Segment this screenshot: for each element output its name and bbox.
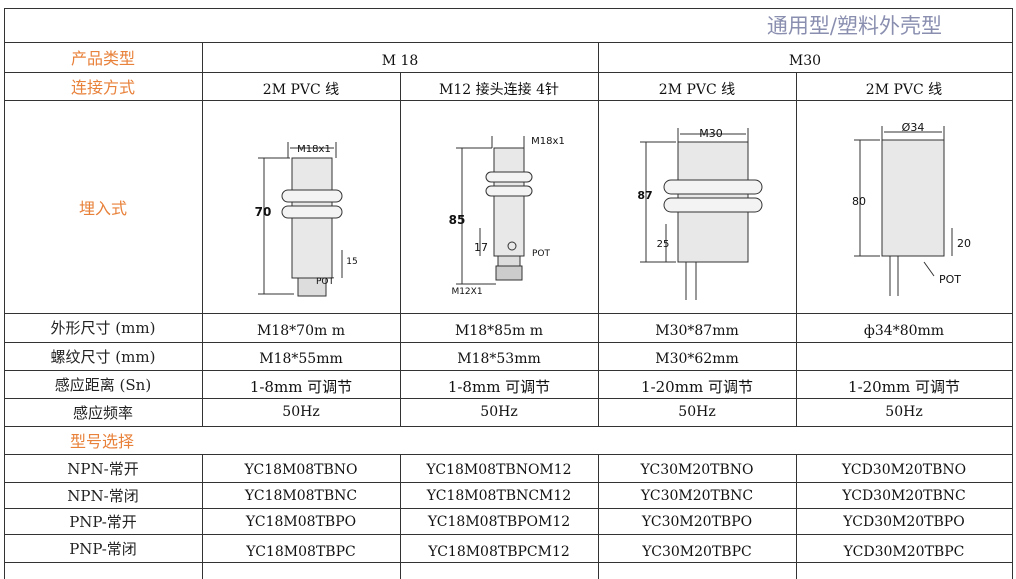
drawing1-pot: POT xyxy=(315,277,334,287)
grid-line xyxy=(598,42,599,426)
model-pnp-nc-col2: YC18M08TBPCM12 xyxy=(428,544,570,560)
model-pnp-nc-col3: YC30M20TBPC xyxy=(642,544,752,560)
grid-line xyxy=(4,313,1012,314)
grid-line xyxy=(4,482,1012,483)
drawing1-height: 70 xyxy=(254,205,272,219)
grid-line xyxy=(4,100,1012,101)
model-pnp-no-col3: YC30M20TBPO xyxy=(641,514,753,530)
spec-size-col2: M18*85m m xyxy=(455,322,543,339)
sensor-drawing-d34-cable xyxy=(854,126,953,296)
model-pnp-nc-col1: YC18M08TBPC xyxy=(246,544,356,560)
drawing2-low: 17 xyxy=(474,240,488,254)
spec-thread-col3: M30*62mm xyxy=(655,351,739,367)
drawing3-top: M30 xyxy=(699,126,723,140)
grid-line xyxy=(4,8,5,579)
sheet-title: 通用型/塑料外壳型 xyxy=(766,14,942,38)
grid-line xyxy=(598,454,599,579)
sensor-drawing-m18-m12 xyxy=(456,136,533,285)
sensor-drawing-m18-cable xyxy=(258,142,343,297)
spec-frequency-col4: 50Hz xyxy=(885,404,923,420)
spec-label-thread: 螺纹尺寸 (mm) xyxy=(50,347,156,366)
embed-label: 埋入式 xyxy=(78,198,127,218)
spec-label-distance: 感应距离 (Sn) xyxy=(54,375,152,394)
spec-thread-col2: M18*53mm xyxy=(457,351,541,367)
spec-thread-col1: M18*55mm xyxy=(259,351,343,367)
spec-size-col3: M30*87mm xyxy=(655,322,739,339)
drawing4-pot: POT xyxy=(938,272,961,286)
spec-frequency-col1: 50Hz xyxy=(282,404,320,420)
drawing4-top: Ø34 xyxy=(901,120,925,134)
grid-line xyxy=(796,72,797,426)
spec-frequency-col3: 50Hz xyxy=(678,404,716,420)
grid-line xyxy=(4,508,1012,509)
grid-line xyxy=(796,454,797,579)
grid-line xyxy=(4,342,1012,343)
grid-line xyxy=(1012,8,1013,579)
model-pnp-no-col1: YC18M08TBPO xyxy=(245,514,357,530)
model-npn-nc-col3: YC30M20TBNC xyxy=(640,488,754,504)
model-label-pnp-no: PNP-常开 xyxy=(69,512,137,531)
grid-line xyxy=(4,8,1012,9)
model-pnp-no-col2: YC18M08TBPOM12 xyxy=(427,514,571,530)
group-m30: M30 xyxy=(788,53,822,69)
connection-col4: 2M PVC 线 xyxy=(865,82,943,98)
model-pnp-nc-col4: YCD30M20TBPC xyxy=(843,544,965,560)
spec-label-frequency: 感应频率 xyxy=(72,403,133,422)
model-label-npn-no: NPN-常开 xyxy=(67,459,139,478)
grid-line xyxy=(4,370,1012,371)
spec-frequency-col2: 50Hz xyxy=(480,404,518,420)
sensor-drawing-m30-cable xyxy=(640,128,763,300)
spec-distance-col3: 1-20mm 可调节 xyxy=(641,377,753,396)
model-section-title: 型号选择 xyxy=(70,432,135,451)
grid-line xyxy=(202,454,203,579)
model-npn-no-col2: YC18M08TBNOM12 xyxy=(426,462,572,478)
grid-line xyxy=(4,426,1012,427)
spec-distance-col4: 1-20mm 可调节 xyxy=(848,377,960,396)
drawing2-top: M18x1 xyxy=(531,135,565,147)
model-label-npn-nc: NPN-常闭 xyxy=(67,486,139,505)
drawing3-low: 25 xyxy=(656,238,670,250)
spec-distance-col2: 1-8mm 可调节 xyxy=(447,377,551,396)
model-npn-nc-col1: YC18M08TBNC xyxy=(244,488,358,504)
drawing1-low: 15 xyxy=(346,257,358,267)
grid-line xyxy=(4,454,1012,455)
spec-distance-col1: 1-8mm 可调节 xyxy=(249,377,353,396)
grid-line xyxy=(4,72,1012,73)
connection-col3: 2M PVC 线 xyxy=(658,82,736,98)
spec-size-col4: ф34*80mm xyxy=(863,322,945,339)
model-npn-no-col3: YC30M20TBNO xyxy=(640,462,754,478)
connection-col2: M12 接头连接 4针 xyxy=(439,82,559,98)
drawing2-height: 85 xyxy=(448,213,466,227)
model-npn-nc-col4: YCD30M20TBNC xyxy=(842,488,966,504)
grid-line xyxy=(4,398,1012,399)
model-pnp-no-col4: YCD30M20TBPO xyxy=(843,514,965,530)
spec-size-col1: M18*70m m xyxy=(257,322,345,339)
model-npn-no-col1: YC18M08TBNO xyxy=(244,462,358,478)
product-type-label: 产品类型 xyxy=(70,49,135,68)
spec-thread-col4 xyxy=(796,345,1012,373)
grid-line xyxy=(4,562,1012,563)
drawing2-bottom: M12X1 xyxy=(451,287,483,297)
model-npn-no-col4: YCD30M20TBNO xyxy=(841,462,967,478)
model-npn-nc-col2: YC18M08TBNCM12 xyxy=(426,488,572,504)
connection-col1: 2M PVC 线 xyxy=(262,82,340,98)
drawing4-height: 80 xyxy=(852,194,866,208)
spec-label-size: 外形尺寸 (mm) xyxy=(50,319,156,337)
grid-line xyxy=(400,72,401,426)
connection-label: 连接方式 xyxy=(70,78,135,97)
drawing4-low: 20 xyxy=(957,236,971,250)
drawing2-pot: POT xyxy=(531,249,550,259)
drawing1-top: M18x1 xyxy=(297,143,331,155)
model-label-pnp-nc: PNP-常闭 xyxy=(69,539,137,558)
group-m18: M 18 xyxy=(381,53,419,69)
drawing3-height: 87 xyxy=(637,188,653,202)
grid-line xyxy=(4,42,1012,43)
grid-line xyxy=(202,42,203,426)
grid-line xyxy=(4,534,1012,535)
grid-line xyxy=(400,454,401,579)
